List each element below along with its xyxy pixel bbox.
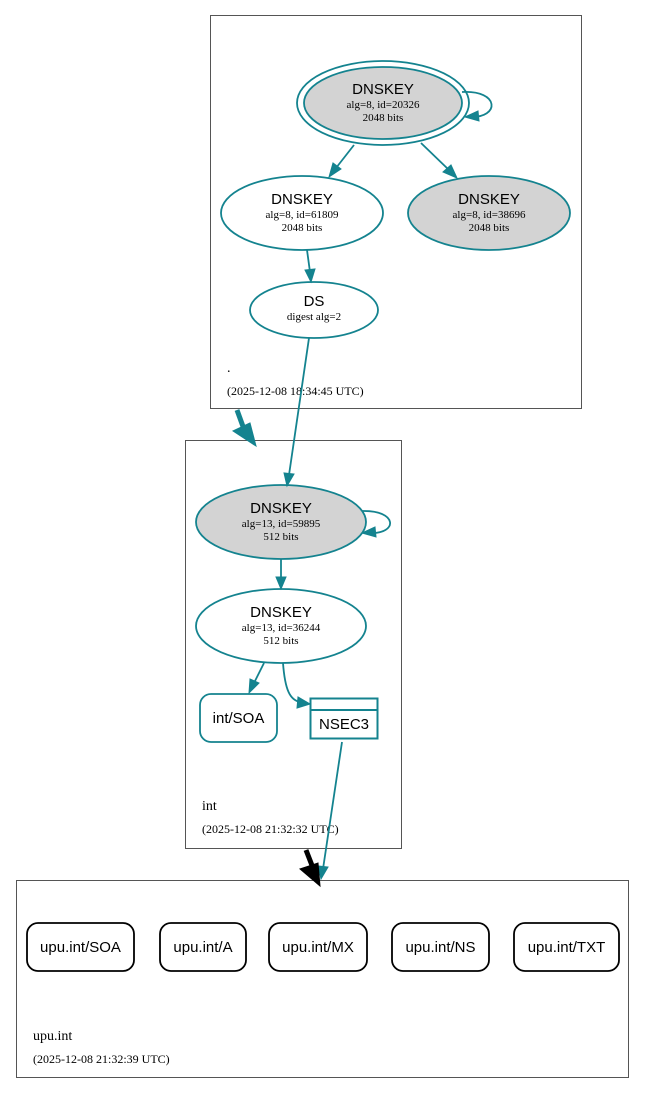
edge-root-ksk-standby (420, 142, 458, 179)
dnskey-node-root-ksk[interactable]: DNSKEY alg=8, id=20326 2048 bits (296, 60, 470, 146)
dnskey-node-int-ksk[interactable]: DNSKEY alg=13, id=59895 512 bits (195, 484, 367, 560)
standby-ellipse (407, 175, 571, 251)
rrset-box (513, 922, 620, 972)
node-title: DS (304, 293, 325, 310)
zone-root: DNSKEY alg=8, id=20326 2048 bits DNSKEY … (210, 15, 582, 409)
node-title: DNSKEY (250, 604, 312, 621)
edges (231, 91, 493, 888)
ds-node-root[interactable]: DS digest alg=2 (249, 281, 379, 339)
zone-int-timestamp: (2025-12-08 21:32:32 UTC) (202, 822, 339, 836)
zone-int-name: int (202, 799, 217, 814)
edge-int-ksk-zsk (275, 559, 287, 591)
int-soa-box (199, 693, 278, 743)
node-bits: 2048 bits (469, 222, 510, 234)
rrset-node-upu-txt[interactable]: upu.int/TXT (513, 922, 620, 972)
ksk-inner-ellipse (303, 66, 463, 140)
node-title: DNSKEY (458, 191, 520, 208)
edge-int-zsk-nsec3 (282, 662, 312, 709)
rrset-label: upu.int/A (173, 939, 232, 956)
rrset-node-upu-ns[interactable]: upu.int/NS (391, 922, 490, 972)
rrset-node-upu-a[interactable]: upu.int/A (159, 922, 247, 972)
rrset-label: upu.int/SOA (40, 939, 121, 956)
dnskey-node-root-zsk[interactable]: DNSKEY alg=8, id=61809 2048 bits (220, 175, 384, 251)
edge-nsec3-upu (317, 741, 343, 881)
node-bits: 2048 bits (282, 222, 323, 234)
node-bits: 2048 bits (363, 112, 404, 124)
zone-upu-box (16, 880, 629, 1078)
node-alg-id: alg=13, id=59895 (242, 518, 321, 530)
rrset-label: upu.int/TXT (528, 939, 606, 956)
rrset-box (159, 922, 247, 972)
node-alg-id: alg=8, id=61809 (266, 209, 339, 221)
edge-root-ksk-zsk (328, 144, 355, 179)
rrset-node-upu-mx[interactable]: upu.int/MX (268, 922, 368, 972)
node-bits: 512 bits (263, 635, 298, 647)
rrset-label: upu.int/MX (282, 939, 354, 956)
node-alg-id: alg=13, id=36244 (242, 622, 321, 634)
node-alg-id: alg=8, id=20326 (347, 99, 420, 111)
edge-root-ksk-self (461, 91, 493, 122)
zone-int: DNSKEY alg=13, id=59895 512 bits DNSKEY … (185, 440, 402, 849)
edge-delegation-root-int (231, 409, 257, 448)
zone-upu-timestamp: (2025-12-08 21:32:39 UTC) (33, 1052, 170, 1066)
node-digest: digest alg=2 (287, 311, 341, 323)
edge-root-zsk-ds (304, 249, 316, 284)
node-label: int/SOA (213, 710, 265, 727)
nsec3-node-int[interactable]: NSEC3 (309, 697, 379, 740)
zone-upu-name: upu.int (33, 1029, 72, 1044)
rrset-box (391, 922, 490, 972)
dnskey-node-int-zsk[interactable]: DNSKEY alg=13, id=36244 512 bits (195, 588, 367, 664)
zone-root-name: . (227, 361, 231, 376)
rrset-node-int-soa[interactable]: int/SOA (199, 693, 278, 743)
rrset-box (26, 922, 135, 972)
zone-root-timestamp: (2025-12-08 18:34:45 UTC) (227, 384, 364, 398)
rrset-label: upu.int/NS (405, 939, 475, 956)
dnskey-node-root-standby[interactable]: DNSKEY alg=8, id=38696 2048 bits (407, 175, 571, 251)
nsec3-box (309, 697, 379, 740)
node-alg-id: alg=8, id=38696 (453, 209, 526, 221)
node-title: DNSKEY (271, 191, 333, 208)
rrset-box (268, 922, 368, 972)
edge-delegation-int-upu (299, 849, 321, 888)
zone-upu: upu.int/SOA upu.int/A upu.int/MX upu.int… (16, 880, 629, 1078)
node-label: NSEC3 (319, 716, 369, 733)
edge-ds-int-ksk (283, 337, 310, 488)
zsk-ellipse (220, 175, 384, 251)
node-bits: 512 bits (263, 531, 298, 543)
ksk-outer-ring (296, 60, 470, 146)
ds-ellipse (249, 281, 379, 339)
node-title: DNSKEY (250, 500, 312, 517)
node-title: DNSKEY (352, 81, 414, 98)
rrset-node-upu-soa[interactable]: upu.int/SOA (26, 922, 135, 972)
edge-int-ksk-self (360, 510, 391, 538)
edge-int-zsk-soa (248, 662, 265, 695)
